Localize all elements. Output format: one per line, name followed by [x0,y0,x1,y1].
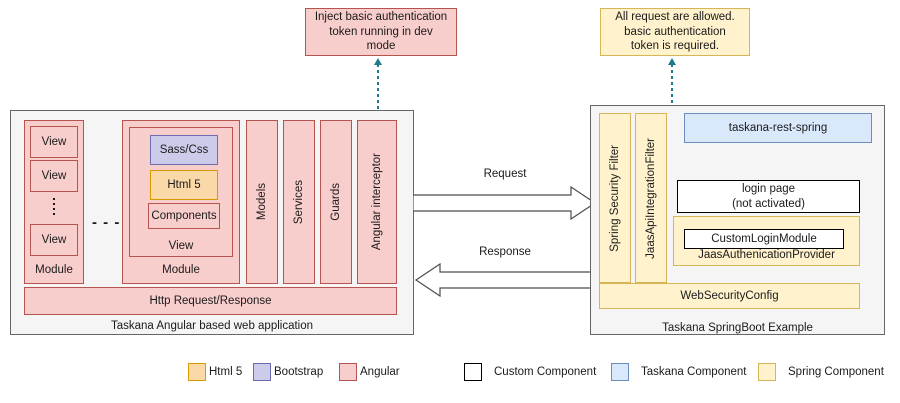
module-a-view-3: View [30,224,78,256]
legend-swatch-angular [339,363,357,381]
legend-label-html5: Html 5 [209,366,243,378]
custom-login-module: CustomLoginModule [684,229,844,249]
left-panel-caption: Taskana Angular based web application [110,320,314,332]
column-guards: Guards [320,120,352,284]
legend-swatch-custom-component [464,363,482,381]
http-request-response-bar: Http Request/Response [24,287,397,315]
callout-left-dashed-line [377,64,379,110]
jaas-api-integration-filter: JaasApiIntegrationFilter [635,113,667,283]
login-page-box: login page (not activated) [677,180,860,213]
spring-security-filter: Spring Security Filter [599,113,631,283]
column-models-label: Models [255,183,268,221]
module-b-html5: Html 5 [150,170,218,200]
legend-label-custom-component: Custom Component [494,366,597,378]
module-b-view-label: View [168,240,194,252]
modules-ellipsis: - - - [92,214,121,231]
callout-right-dashed-line [671,64,673,110]
web-security-config: WebSecurityConfig [599,283,860,309]
column-services-label: Services [292,179,305,225]
column-models: Models [246,120,278,284]
callout-right-arrowhead [668,58,676,65]
response-arrow [414,262,598,298]
spring-security-filter-label: Spring Security Filter [608,144,621,252]
callout-right: All request are allowed. basic authentic… [600,8,750,56]
module-b-label: Module [162,264,200,276]
module-b-sass-css: Sass/Css [150,135,218,165]
module-a-view-2: View [30,160,78,192]
callout-left: Inject basic authentication token runnin… [305,8,457,56]
module-b-components: Components [148,203,220,229]
legend-label-bootstrap: Bootstrap [274,366,324,378]
taskana-rest-spring-box: taskana-rest-spring [684,113,872,143]
right-panel-caption: Taskana SpringBoot Example [662,322,813,334]
legend-label-taskana-component: Taskana Component [641,366,747,378]
column-angular-interceptor: Angular interceptor [357,120,397,284]
legend-swatch-spring-component [758,363,776,381]
column-guards-label: Guards [329,183,342,221]
legend-swatch-html5 [188,363,206,381]
legend-label-spring-component: Spring Component [788,366,884,378]
column-angular-interceptor-label: Angular interceptor [370,153,383,251]
legend-label-angular: Angular [360,366,400,378]
request-arrow [413,185,597,221]
request-label: Request [483,168,527,180]
legend-swatch-taskana-component [611,363,629,381]
legend-swatch-bootstrap [253,363,271,381]
column-services: Services [283,120,315,284]
jaas-api-integration-filter-label: JaasApiIntegrationFilter [644,137,657,259]
module-a-vertical-ellipsis [53,198,55,218]
module-a-view-1: View [30,126,78,158]
callout-left-arrowhead [374,58,382,65]
jaas-authentication-provider-label: JaasAuthenicationProvider [698,249,835,261]
response-label: Response [479,246,531,258]
module-a-label: Module [35,264,73,276]
